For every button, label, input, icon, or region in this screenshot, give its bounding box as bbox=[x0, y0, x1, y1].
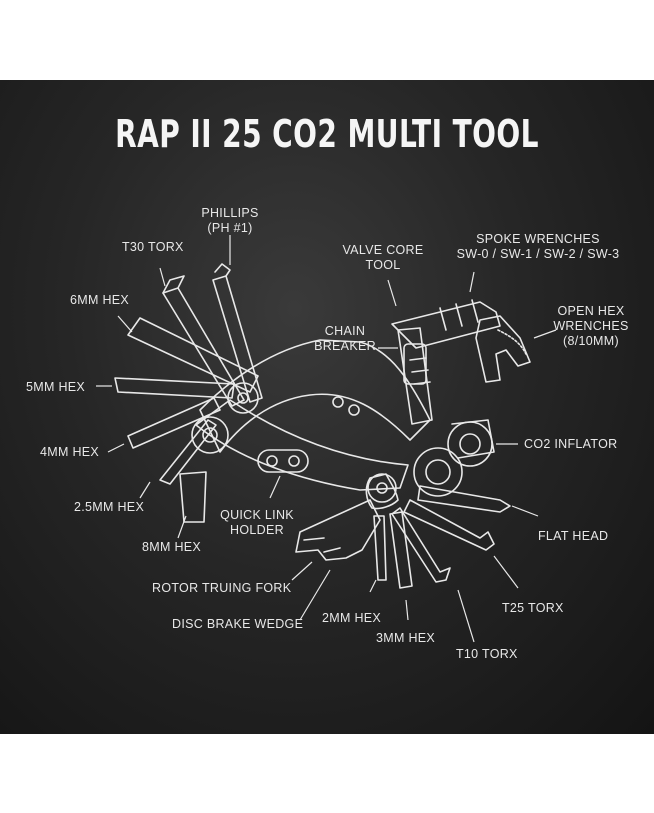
flat-head-bit bbox=[417, 485, 511, 513]
multi-tool-illustration bbox=[96, 235, 557, 643]
hex-key-5mm bbox=[114, 377, 235, 399]
disc-brake-wedge bbox=[365, 473, 399, 510]
pivot-bolt bbox=[367, 473, 397, 503]
label-4mm-hex: 4MM HEX bbox=[40, 445, 100, 459]
label-quick-link-holder: QUICK LINK HOLDER bbox=[220, 508, 294, 537]
phillips-bit bbox=[212, 263, 263, 403]
leader-lines bbox=[96, 235, 557, 643]
hex-key-6mm bbox=[127, 317, 259, 393]
label-flat-head: FLAT HEAD bbox=[538, 529, 609, 543]
label-t30-torx: T30 TORX bbox=[122, 240, 184, 254]
label-chain-breaker: CHAIN BREAKER bbox=[314, 324, 376, 353]
rotor-truing-fork bbox=[295, 499, 381, 561]
hex-key-t30 bbox=[162, 275, 245, 407]
label-rotor-truing-fork: ROTOR TRUING FORK bbox=[152, 581, 292, 595]
label-2-5mm-hex: 2.5MM HEX bbox=[74, 500, 145, 514]
hex-key-4mm bbox=[127, 397, 221, 449]
co2-inflator-head bbox=[413, 419, 495, 497]
t25-bit bbox=[403, 499, 495, 551]
label-5mm-hex: 5MM HEX bbox=[26, 380, 86, 394]
label-8mm-hex: 8MM HEX bbox=[142, 540, 202, 554]
label-2mm-hex: 2MM HEX bbox=[322, 611, 382, 625]
main-body bbox=[191, 339, 431, 491]
page-title: RAP II 25 CO2 MULTI TOOL bbox=[115, 112, 539, 156]
label-t10-torx: T10 TORX bbox=[456, 647, 518, 661]
label-6mm-hex: 6MM HEX bbox=[70, 293, 130, 307]
hex-key-2-5mm bbox=[159, 419, 217, 485]
label-valve-core-tool: VALVE CORE TOOL bbox=[342, 243, 424, 272]
label-3mm-hex: 3MM HEX bbox=[376, 631, 436, 645]
hex-key-2mm bbox=[373, 515, 387, 581]
chain-breaker bbox=[391, 299, 501, 425]
label-t25-torx: T25 TORX bbox=[502, 601, 564, 615]
open-hex-wrench bbox=[475, 315, 531, 383]
label-open-hex-wrenches: OPEN HEX WRENCHES (8/10MM) bbox=[553, 304, 629, 348]
label-co2-inflator: CO2 INFLATOR bbox=[524, 437, 618, 451]
label-phillips: PHILLIPS (PH #1) bbox=[201, 206, 259, 235]
hex-key-3mm bbox=[389, 511, 413, 589]
hex-key-8mm bbox=[179, 471, 207, 523]
label-disc-brake-wedge: DISC BRAKE WEDGE bbox=[172, 617, 304, 631]
label-spoke-wrenches: SPOKE WRENCHES SW-0 / SW-1 / SW-2 / SW-3 bbox=[456, 232, 620, 261]
diagram-panel: RAP II 25 CO2 MULTI TOOL bbox=[0, 80, 654, 734]
